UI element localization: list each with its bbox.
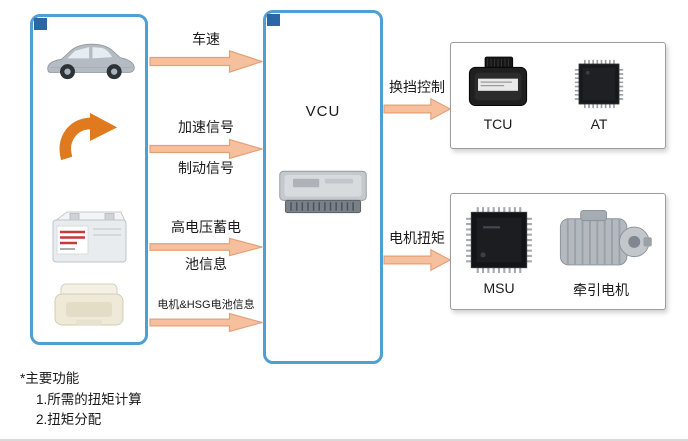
panel-corner-marker xyxy=(34,18,47,30)
flow-arrow-vehicle-speed xyxy=(150,49,262,74)
flow-label-motor-hsg: 电机&HSG电池信息 xyxy=(157,299,255,311)
flow-label-accel-signal: 加速信号 xyxy=(178,119,234,135)
flow-label-hv-battery-line2: 池信息 xyxy=(185,256,227,272)
footnote-item-2: 2.扭矩分配 xyxy=(36,412,102,427)
flow-arrow-motor-torque xyxy=(384,248,450,272)
battery-module-icon xyxy=(49,279,129,331)
flow-label-vehicle-speed: 车速 xyxy=(192,31,220,47)
transmission-group-box: TCU AT xyxy=(450,42,666,149)
flow-arrow-shift-control xyxy=(384,97,450,121)
battery-icon xyxy=(46,205,132,267)
msu-label: MSU xyxy=(483,280,515,296)
tcu-module-icon xyxy=(465,55,531,111)
traction-motor-label: 牵引电机 xyxy=(573,282,629,298)
tcu-label: TCU xyxy=(483,116,513,132)
vcu-label: VCU xyxy=(305,103,341,120)
curved-arrow-icon xyxy=(58,111,120,169)
footnote-item-1: 1.所需的扭矩计算 xyxy=(36,392,142,407)
flow-label-brake-signal: 制动信号 xyxy=(178,160,234,176)
vehicle-inputs-panel xyxy=(30,14,148,345)
flow-label-motor-torque: 电机扭矩 xyxy=(389,230,445,246)
at-label: AT xyxy=(590,116,608,132)
flow-label-hv-battery-line1: 高电压蓄电 xyxy=(171,219,241,235)
traction-motor-icon xyxy=(545,204,657,276)
vcu-controller-icon xyxy=(276,163,370,219)
flow-arrow-motor-hsg xyxy=(150,312,262,333)
at-chip-icon xyxy=(573,59,625,109)
panel-corner-marker xyxy=(267,14,280,26)
vcu-panel: VCU xyxy=(263,10,383,364)
footnote-title: *主要功能 xyxy=(20,371,80,386)
flow-label-shift-control: 换挡控制 xyxy=(389,79,445,95)
car-icon xyxy=(40,31,140,89)
drive-group-box: MSU 牵引电机 xyxy=(450,193,666,310)
flow-arrow-accel-brake xyxy=(150,138,262,160)
msu-chip-icon xyxy=(465,206,533,274)
flow-arrow-hv-battery xyxy=(150,237,262,257)
